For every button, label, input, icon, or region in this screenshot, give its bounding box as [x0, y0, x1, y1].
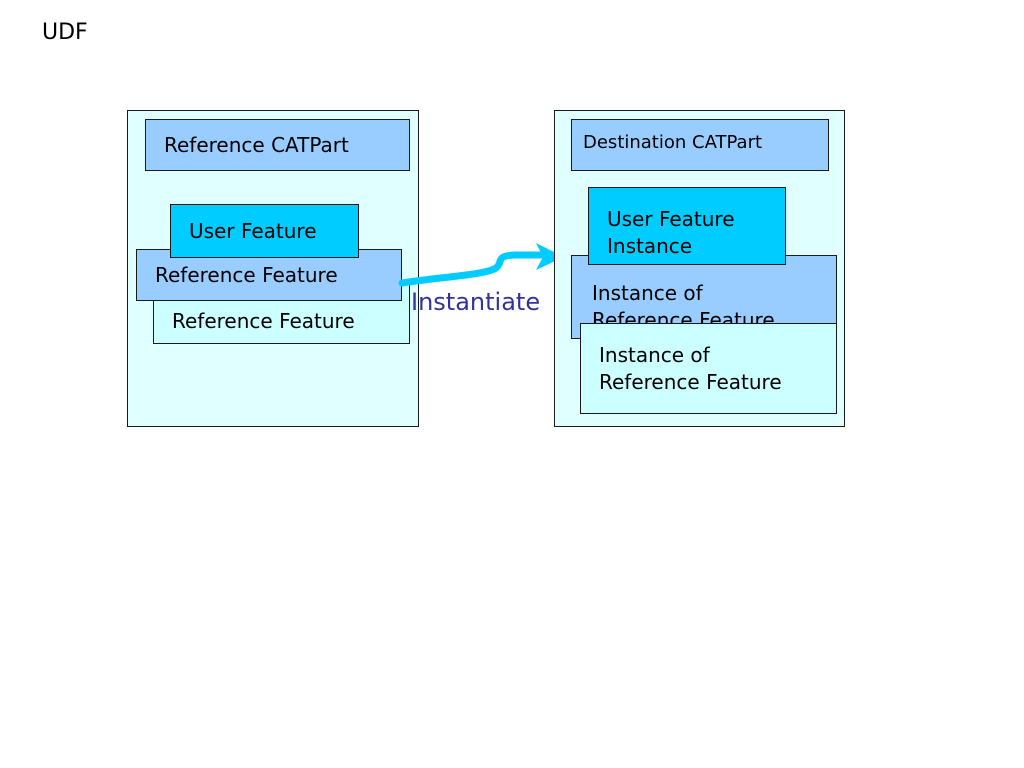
instantiate-label: Instantiate: [411, 288, 541, 316]
slide-title: UDF: [42, 20, 88, 45]
reference-catpart-header: Reference CATPart: [145, 119, 410, 171]
user-feature-box: User Feature: [170, 204, 359, 258]
user-feature-instance-box: User Feature Instance: [588, 187, 786, 265]
destination-catpart-header: Destination CATPart: [571, 119, 829, 171]
instance-reference-feature-front-box: Instance of Reference Feature: [580, 323, 837, 414]
